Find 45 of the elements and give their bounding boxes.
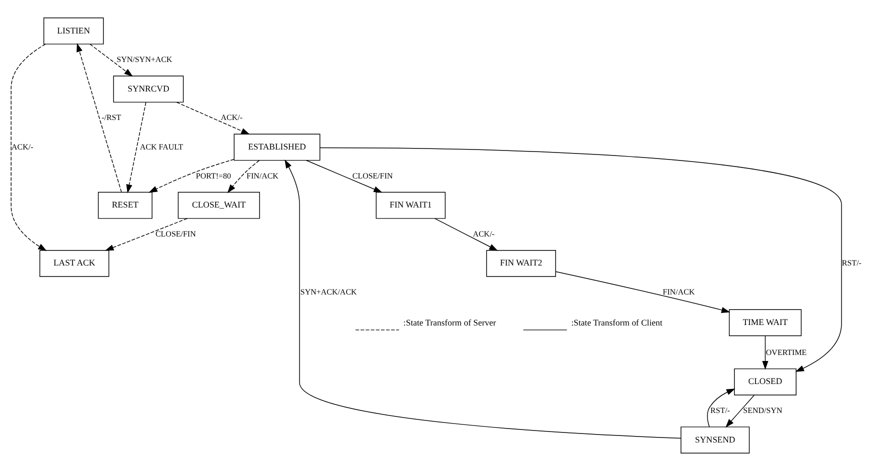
node-box: CLOSED	[734, 368, 796, 396]
edge-label: SEND/SYN	[743, 406, 782, 415]
node-box: LISTIEN	[43, 18, 104, 44]
arrow	[284, 159, 682, 439]
node-box: ESTABLISHED	[234, 134, 320, 161]
edge-label: CLOSE/FIN	[352, 171, 393, 180]
node-box: RESET	[98, 192, 152, 219]
edge-label: ACK/-	[220, 113, 242, 122]
edge-label: CLOSE/FIN	[155, 229, 196, 238]
edge-label: -/RST	[102, 113, 122, 122]
arrow	[148, 158, 234, 193]
edge-label: FIN/ACK	[662, 288, 695, 297]
arrow	[306, 160, 382, 193]
edge-label: ACK/-	[472, 229, 495, 238]
arrow	[104, 218, 188, 251]
node-box: TIME WAIT	[728, 309, 802, 336]
edge-label: FIN/ACK	[246, 171, 278, 180]
edge-label: PORT!=80	[196, 171, 231, 180]
edge-label: RST/-	[842, 258, 862, 268]
edge-label: SYN/SYN+ACK	[116, 55, 172, 64]
node-box: FIN WAIT1	[376, 192, 446, 219]
arrow	[762, 336, 768, 370]
legend-label: :State Transform of Server	[403, 317, 496, 328]
legend-label: :State Transform of Client	[571, 317, 662, 328]
arrow	[10, 44, 47, 251]
edge-label: OVERTIME	[766, 348, 807, 357]
edge-label: SYN+ACK/ACK	[300, 288, 357, 297]
arrow	[707, 388, 736, 428]
node-box: SYNRCVD	[113, 76, 184, 103]
arrow	[320, 147, 842, 372]
edge-label: RST/-	[710, 406, 730, 415]
arrow	[227, 160, 260, 194]
arrow	[76, 43, 122, 192]
edge-label: ACK/-	[12, 142, 34, 152]
node-box: SYNSEND	[680, 426, 750, 454]
node-box: CLOSE_WAIT	[178, 192, 260, 219]
edge-label: ACK FAULT	[140, 142, 184, 152]
node-box: LAST ACK	[39, 250, 110, 277]
arrow	[725, 394, 754, 428]
arrow	[434, 218, 498, 251]
arrow	[126, 102, 146, 194]
node-box: FIN WAIT2	[486, 250, 556, 277]
arrow	[176, 102, 250, 135]
arrow	[90, 44, 133, 77]
arrow	[555, 271, 730, 313]
